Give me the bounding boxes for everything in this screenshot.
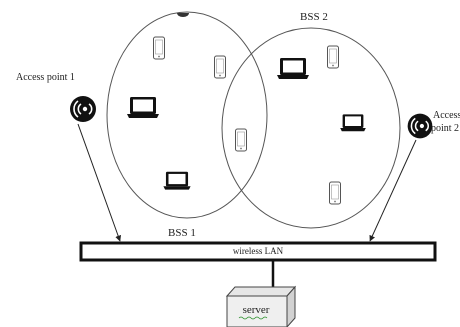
server-icon	[225, 285, 297, 327]
wireless-lan-label: wireless LAN	[233, 246, 284, 256]
laptop-icon	[163, 171, 191, 190]
access-point-2-link	[369, 139, 417, 242]
wireless-lan-bar	[79, 241, 437, 262]
phone-icon	[153, 36, 165, 60]
server-label-underline	[238, 316, 268, 320]
access-point-1-label: Access point 1	[16, 72, 75, 83]
phone-icon	[214, 55, 226, 79]
bss-2-coverage	[221, 27, 401, 229]
laptop-icon	[277, 58, 309, 79]
phone-icon	[329, 181, 341, 205]
server-label: server	[243, 304, 270, 316]
bss-2-label: BSS 2	[300, 11, 328, 23]
laptop-icon	[340, 114, 366, 132]
laptop-icon	[127, 97, 159, 118]
access-point-2-label-line2: point 2	[431, 123, 459, 134]
bss-1-top-mark	[177, 13, 189, 17]
phone-icon	[235, 128, 247, 152]
bss-1-label: BSS 1	[168, 227, 196, 239]
access-point-icon	[69, 95, 97, 123]
access-point-icon	[406, 112, 434, 140]
access-point-2-label-line1: Access	[433, 110, 460, 121]
access-point-1-link	[77, 123, 121, 242]
phone-icon	[327, 45, 339, 69]
bss-1-coverage	[106, 11, 268, 219]
